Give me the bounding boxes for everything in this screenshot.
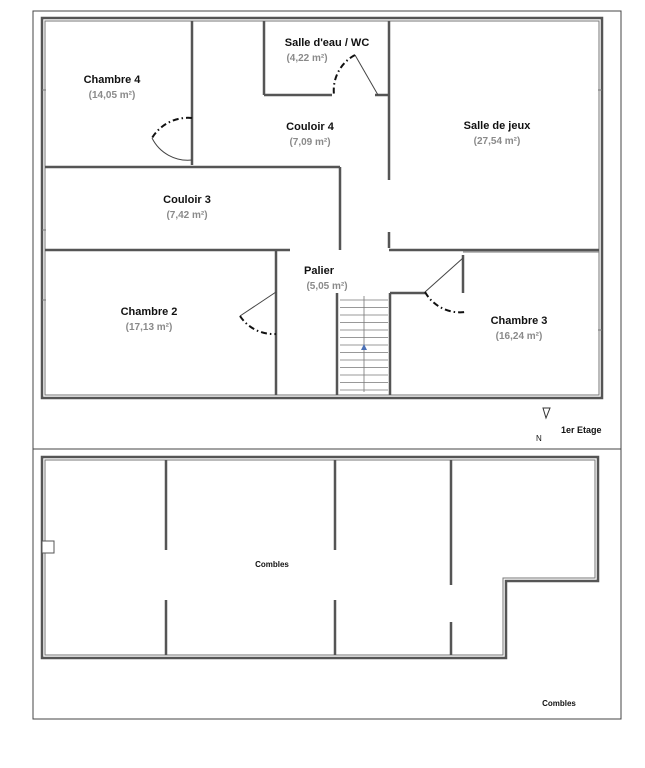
room-name-chambre4: Chambre 4 xyxy=(84,74,142,86)
door-swing-salle-eau xyxy=(332,54,356,96)
room-name-salle-eau: Salle d'eau / WC xyxy=(285,37,370,49)
first-floor-plan: Chambre 4 (14,05 m²) Salle d'eau / WC (4… xyxy=(40,16,604,443)
exterior-wall xyxy=(40,16,604,400)
room-area-couloir4: (7,09 m²) xyxy=(289,137,330,148)
north-label: N xyxy=(536,434,542,443)
staircase xyxy=(340,296,388,392)
room-name-couloir3: Couloir 3 xyxy=(163,194,211,206)
attic-exterior-wall xyxy=(40,455,600,660)
exterior-wall-inner xyxy=(44,20,600,396)
door-leaf-chambre2 xyxy=(239,291,277,317)
door-swing-chambre4 xyxy=(151,116,193,139)
level-label-attic: Combles xyxy=(542,699,576,708)
attic-hatch xyxy=(41,540,55,554)
room-name-chambre3: Chambre 3 xyxy=(491,315,548,327)
room-name-salle-jeux: Salle de jeux xyxy=(464,120,532,132)
door-swing-chambre3 xyxy=(424,291,466,314)
room-name-palier: Palier xyxy=(304,265,335,277)
room-area-salle-eau: (4,22 m²) xyxy=(286,53,327,64)
lower-frame xyxy=(32,448,622,720)
room-area-chambre3: (16,24 m²) xyxy=(496,331,543,342)
room-area-salle-jeux: (27,54 m²) xyxy=(474,136,521,147)
room-area-chambre4: (14,05 m²) xyxy=(89,90,136,101)
stair-arrow-icon xyxy=(361,344,367,350)
room-area-palier: (5,05 m²) xyxy=(306,281,347,292)
level-label-first-floor: 1er Etage xyxy=(561,425,602,435)
north-arrow-icon xyxy=(542,407,551,420)
door-leaf-chambre4 xyxy=(151,137,193,161)
door-swing-chambre2 xyxy=(239,315,277,336)
door-leaf-chambre3 xyxy=(424,257,464,293)
room-area-chambre2: (17,13 m²) xyxy=(126,322,173,333)
attic-plan: Combles Combles xyxy=(40,455,600,708)
room-area-couloir3: (7,42 m²) xyxy=(166,210,207,221)
door-leaf-salle-eau xyxy=(354,54,379,96)
room-name-couloir4: Couloir 4 xyxy=(286,121,335,133)
room-name-chambre2: Chambre 2 xyxy=(121,306,178,318)
attic-exterior-wall-inner xyxy=(44,459,596,656)
attic-room-label: Combles xyxy=(255,560,289,569)
